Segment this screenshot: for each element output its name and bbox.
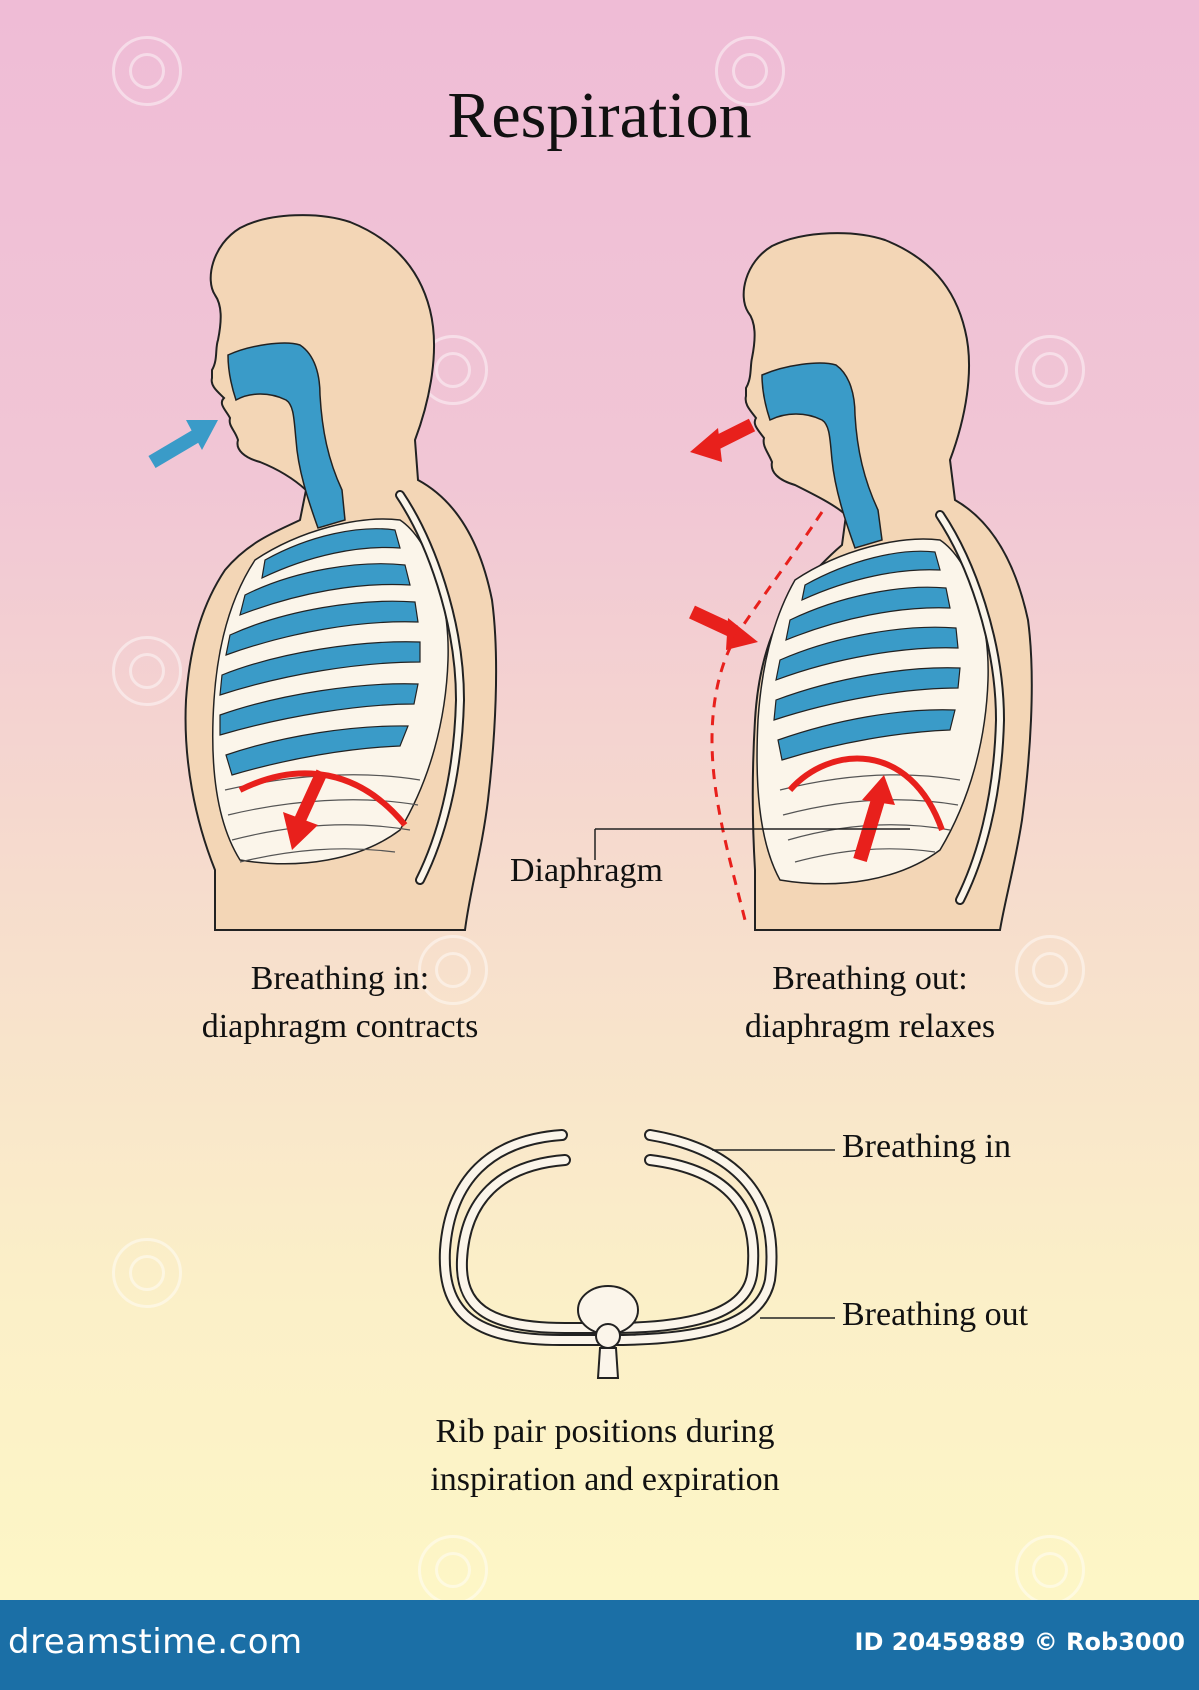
caption-line: diaphragm contracts xyxy=(201,1008,479,1045)
figure-breathing-out xyxy=(689,232,1033,931)
diaphragm-leader-line xyxy=(594,828,910,860)
caption-breathing-out: Breathing out: diaphragm relaxes xyxy=(690,955,1050,1051)
label-breathing-out: Breathing out xyxy=(842,1296,1029,1333)
lung xyxy=(773,550,961,761)
watermark-spiral-icon xyxy=(112,636,182,706)
caption-line: Breathing in: xyxy=(250,960,430,997)
caption-rib-positions: Rib pair positions during inspiration an… xyxy=(380,1408,830,1504)
watermark-spiral-icon xyxy=(715,36,785,106)
caption-breathing-in: Breathing in: diaphragm contracts xyxy=(150,955,530,1051)
diaphragm-up-arrow-icon xyxy=(853,775,895,863)
watermark-spiral-icon xyxy=(112,1238,182,1308)
diaphragm-curve xyxy=(238,770,408,827)
watermark-spiral-icon xyxy=(1015,935,1085,1005)
caption-line: inspiration and expiration xyxy=(430,1461,780,1498)
caption-line: Rib pair positions during xyxy=(435,1413,775,1450)
dashed-chest-outline xyxy=(710,511,824,921)
footer-credit: ID 20459889 © Rob3000 xyxy=(854,1628,1185,1656)
footer-brand[interactable]: dreamstime.com xyxy=(8,1622,303,1662)
footer-bar: dreamstime.com ID 20459889 © Rob3000 xyxy=(0,1600,1199,1690)
caption-line: Breathing out: xyxy=(772,960,968,997)
watermark-spiral-icon xyxy=(112,36,182,106)
page-title: Respiration xyxy=(447,79,752,152)
arrow-in-icon xyxy=(148,420,218,469)
caption-line: diaphragm relaxes xyxy=(744,1008,996,1045)
rib-cross-section xyxy=(438,1129,835,1379)
vertebra xyxy=(577,1285,639,1379)
airway xyxy=(761,362,883,549)
watermark-spiral-icon xyxy=(418,935,488,1005)
label-breathing-in: Breathing in xyxy=(842,1128,1012,1165)
diaphragm-curve xyxy=(787,755,945,832)
arrow-chest-icon xyxy=(689,605,758,650)
airway xyxy=(227,342,346,529)
diaphragm-down-arrow-icon xyxy=(283,769,328,850)
arrow-out-icon xyxy=(690,418,756,462)
lung xyxy=(219,528,421,776)
figure-breathing-in xyxy=(148,214,498,931)
respiration-illustration xyxy=(148,214,1033,1379)
label-diaphragm: Diaphragm xyxy=(510,852,663,889)
watermark-spiral-icon xyxy=(1015,335,1085,405)
